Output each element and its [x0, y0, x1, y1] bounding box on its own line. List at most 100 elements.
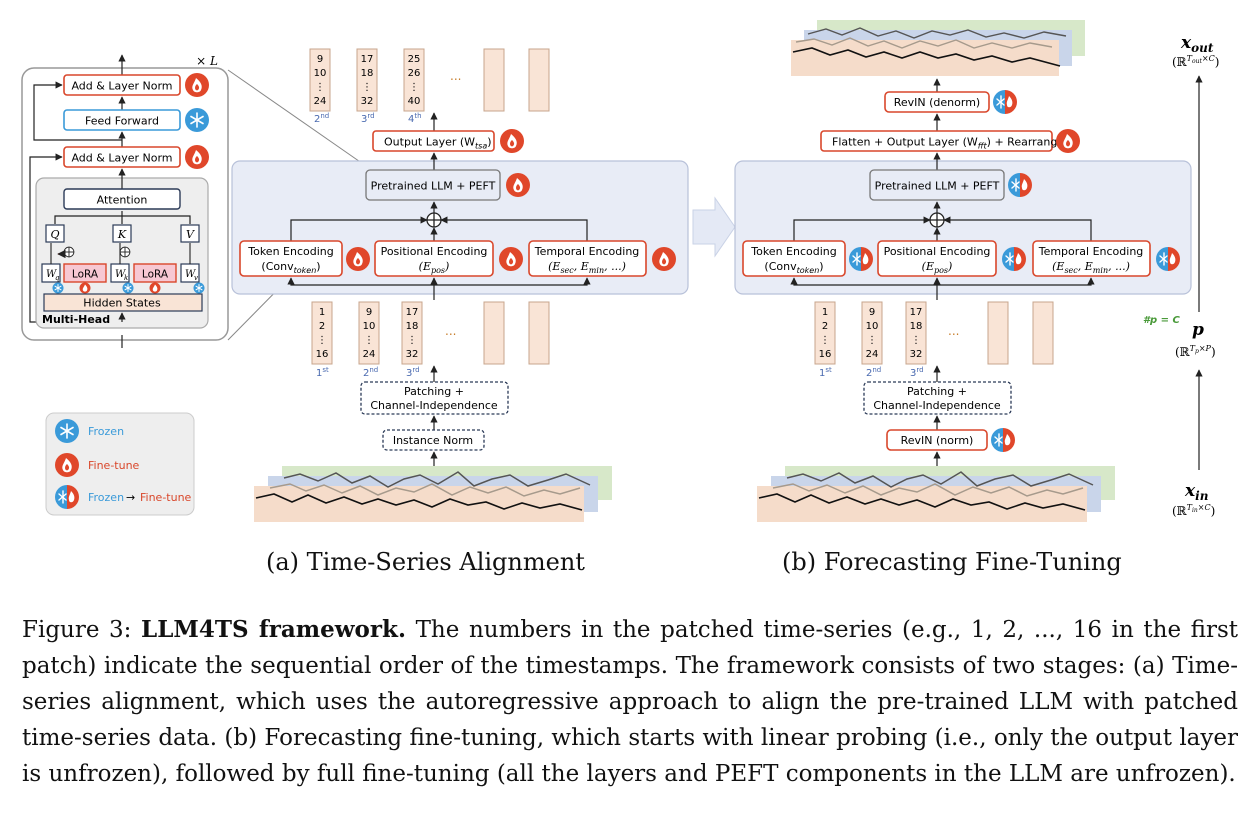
legend: Frozen Fine-tune Frozen → Fine-tune [45, 412, 195, 516]
patch-order: 2nd [866, 366, 881, 379]
temporal-encoding-box [1032, 240, 1151, 277]
legend-frozen: Frozen [88, 425, 124, 438]
pretrained-llm-box [365, 169, 501, 201]
patch-column: 1 2 ⋮ 16 1st [311, 301, 333, 379]
patch-value: 17 [406, 307, 419, 318]
fire-icon [185, 73, 209, 97]
p-dim: (ℝTp×P) [1175, 344, 1216, 359]
svg-text:Patching +: Patching + [907, 385, 967, 398]
input-time-series [254, 466, 612, 522]
patch-value: 10 [314, 68, 327, 79]
fire-icon [506, 173, 530, 197]
wq-label: W [46, 269, 57, 280]
x-out-label: xout [1180, 33, 1214, 55]
instance-norm-box [382, 429, 485, 451]
patch-value: 9 [366, 307, 372, 318]
output-time-series [791, 20, 1085, 76]
patching-box [863, 381, 1012, 415]
lora-label: LoRA [72, 269, 99, 281]
frozen-to-finetune-icon [848, 246, 874, 272]
temporal-encoding-label: Temporal Encoding [1038, 245, 1144, 258]
patch-order: 3rd [361, 112, 375, 125]
svg-text:→: → [126, 491, 135, 504]
q-label: Q [50, 228, 59, 241]
patch-value: 24 [314, 96, 327, 107]
figure-caption: Figure 3: LLM4TS framework. The numbers … [22, 612, 1238, 792]
feed-forward-box [63, 109, 181, 131]
lora-box [133, 263, 177, 283]
pretrained-llm-label: Pretrained LLM + PEFT [875, 180, 1000, 193]
hidden-states-box [43, 293, 203, 312]
snowflake-icon [184, 107, 210, 133]
legend-finetune: Fine-tune [88, 459, 140, 472]
fire-icon [1056, 129, 1080, 153]
patch-value: 2 [822, 321, 828, 332]
fire-icon [652, 247, 676, 271]
patch-value: 17 [910, 307, 923, 318]
k-label: K [117, 228, 127, 241]
svg-text:v: v [194, 274, 198, 282]
patch-value: 1 [319, 307, 325, 318]
repeat-label: × L [196, 54, 218, 68]
patch-value: 9 [317, 54, 323, 65]
add-norm-top-label: Add & Layer Norm [71, 80, 172, 93]
instance-norm-label: Instance Norm [393, 434, 473, 447]
patch-value: 32 [361, 96, 374, 107]
p-label: p [1192, 320, 1204, 340]
patch-value: 2 [319, 321, 325, 332]
frozen-to-finetune-icon [990, 427, 1016, 453]
fire-icon [500, 129, 524, 153]
lora-box [63, 263, 107, 283]
revin-norm-label: RevIN (norm) [901, 434, 974, 447]
token-encoding-label: Token Encoding [750, 245, 837, 258]
multi-head-label: Multi-Head [42, 313, 110, 326]
svg-text:(Epos): (Epos) [922, 260, 953, 275]
positional-encoding-label: Positional Encoding [884, 245, 991, 258]
wv-label: W [185, 269, 196, 280]
patch-order: 3rd [910, 366, 924, 379]
legend-frozen2: Frozen [88, 491, 124, 504]
svg-text:k: k [124, 274, 128, 282]
v-label: V [186, 228, 195, 241]
caption-text: The numbers in the patched time-series (… [22, 617, 1239, 787]
caption-title: LLM4TS framework. [141, 616, 406, 643]
fire-icon [346, 247, 370, 271]
patching-box [360, 381, 509, 415]
patch-value: 16 [316, 349, 329, 360]
flatten-output-layer-box [820, 130, 1053, 152]
patch-value: 18 [406, 321, 419, 332]
fire-icon [55, 453, 79, 477]
add-norm-top-box [63, 74, 181, 96]
patch-order: 3rd [406, 366, 420, 379]
patch-order: 2nd [363, 366, 378, 379]
attention-box [63, 188, 181, 210]
positional-encoding-box [374, 240, 494, 277]
svg-text:Output Layer (Wtsa): Output Layer (Wtsa) [384, 136, 492, 151]
svg-text:(Esec, Emin, ...): (Esec, Emin, ...) [1052, 260, 1130, 275]
revin-denorm-box [884, 91, 990, 113]
patch-value: ⋮ [317, 335, 327, 346]
svg-text:...: ... [948, 324, 959, 338]
patch-value: 40 [408, 96, 421, 107]
temporal-encoding-label: Temporal Encoding [534, 245, 640, 258]
token-encoding-label: Token Encoding [247, 245, 334, 258]
svg-text:...: ... [445, 324, 456, 338]
add-norm-mid-label: Add & Layer Norm [71, 152, 172, 165]
shape-annotations: xout (ℝTout×C) p (ℝTp×P) #p = C xin (ℝTi… [1143, 33, 1219, 518]
svg-text:(Convtoken): (Convtoken) [764, 260, 823, 275]
frozen-to-finetune-icon [54, 484, 80, 510]
stage-b: RevIN (denorm) Flatten + Output Layer (W… [734, 20, 1192, 522]
patch-value: 1 [822, 307, 828, 318]
patch-value: 24 [866, 349, 879, 360]
patch-value: ⋮ [407, 335, 417, 346]
patch-value: 32 [406, 349, 419, 360]
patch-order: 1st [316, 366, 329, 379]
temporal-encoding-box [528, 240, 647, 277]
svg-text:(Esec, Emin, ...): (Esec, Emin, ...) [548, 260, 626, 275]
pretrained-llm-label: Pretrained LLM + PEFT [371, 180, 496, 193]
